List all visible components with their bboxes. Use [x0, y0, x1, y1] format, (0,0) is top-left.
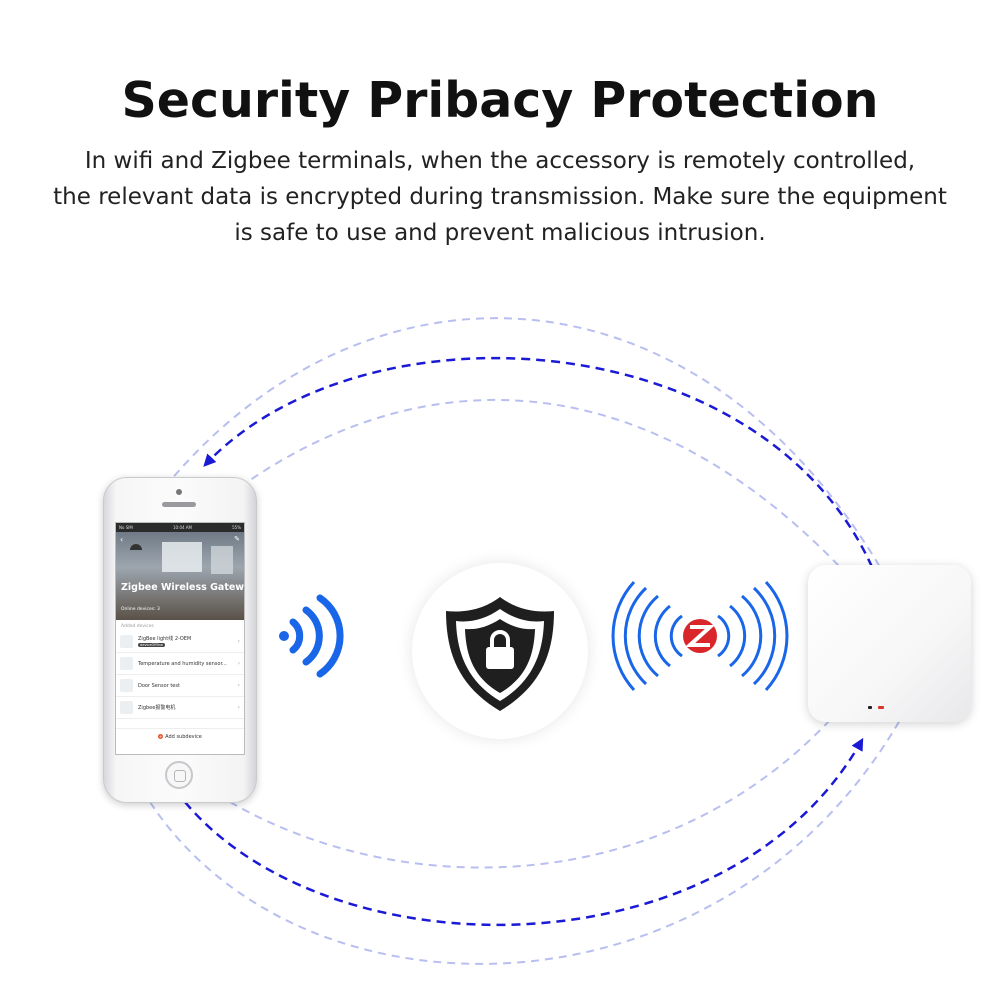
- online-devices: Online devices: 3: [121, 607, 160, 612]
- added-devices-label: Added devices: [121, 624, 154, 629]
- speaker-grille: [162, 502, 196, 507]
- status-bar: No SIM 10:04 AM 55%: [116, 523, 244, 532]
- status-time: 10:04 AM: [173, 525, 192, 530]
- door-sensor-icon: [120, 679, 133, 692]
- camera-icon: [176, 489, 182, 495]
- shield-badge: [412, 563, 588, 739]
- description-line: is safe to use and prevent malicious int…: [234, 220, 766, 246]
- device-row[interactable]: Zigbee报警电机 ›: [116, 697, 244, 719]
- device-badge: deviceOffline: [138, 643, 165, 647]
- status-led: [868, 706, 872, 709]
- chevron-right-icon: ›: [237, 704, 240, 711]
- lamp-shape: [130, 544, 142, 550]
- arc-bottom-inner: [229, 719, 831, 869]
- alarm-icon: [120, 701, 133, 714]
- device-label: Zigbee报警电机: [138, 705, 176, 711]
- home-button[interactable]: [165, 761, 193, 789]
- chevron-right-icon: ›: [237, 682, 240, 689]
- arc-top-arrow: [203, 356, 874, 568]
- description-line: In wifi and Zigbee terminals, when the a…: [84, 148, 916, 174]
- plus-icon: +: [158, 734, 164, 739]
- add-subdevice-button[interactable]: +Add subdevice: [116, 728, 244, 740]
- device-row[interactable]: ZigBee light线 2-OEM deviceOffline ›: [116, 631, 244, 653]
- status-battery: 55%: [232, 525, 241, 530]
- description-line: the relevant data is encrypted during tr…: [53, 184, 947, 210]
- status-led: [878, 706, 884, 709]
- arc-bottom-outer: [149, 719, 901, 965]
- window-shape: [162, 542, 202, 572]
- device-row[interactable]: Temperature and humidity sensor... ›: [116, 653, 244, 675]
- zigbee-gateway-hub: [808, 565, 971, 722]
- bulb-icon: [120, 635, 133, 648]
- edit-icon[interactable]: ✎: [234, 535, 240, 543]
- headline: Security Pribacy Protection: [121, 72, 879, 129]
- description: In wifi and Zigbee terminals, when the a…: [0, 143, 1000, 251]
- shield-lock-icon: [446, 597, 554, 711]
- device-label: ZigBee light线 2-OEM: [138, 636, 192, 642]
- chevron-right-icon: ›: [237, 638, 240, 645]
- device-label: Door Sensor test: [138, 682, 180, 689]
- sensor-icon: [120, 657, 133, 670]
- window-shape: [211, 546, 233, 574]
- add-subdevice-label: Add subdevice: [165, 734, 202, 740]
- arc-top-inner: [239, 398, 841, 568]
- arc-top-outer: [164, 317, 881, 568]
- smartphone: No SIM 10:04 AM 55% ‹ ✎ Zigbee Wireless …: [103, 477, 257, 803]
- device-label: Temperature and humidity sensor...: [138, 660, 227, 667]
- status-carrier: No SIM: [119, 525, 133, 530]
- chevron-right-icon: ›: [237, 660, 240, 667]
- arc-bottom-arrow: [184, 737, 864, 927]
- back-icon[interactable]: ‹: [120, 535, 124, 544]
- gateway-name: Zigbee Wireless Gateway...: [121, 582, 245, 593]
- phone-screen: No SIM 10:04 AM 55% ‹ ✎ Zigbee Wireless …: [115, 522, 245, 755]
- gateway-hero-image: ‹ ✎ Zigbee Wireless Gateway... Online de…: [116, 532, 244, 620]
- device-row[interactable]: Door Sensor test ›: [116, 675, 244, 697]
